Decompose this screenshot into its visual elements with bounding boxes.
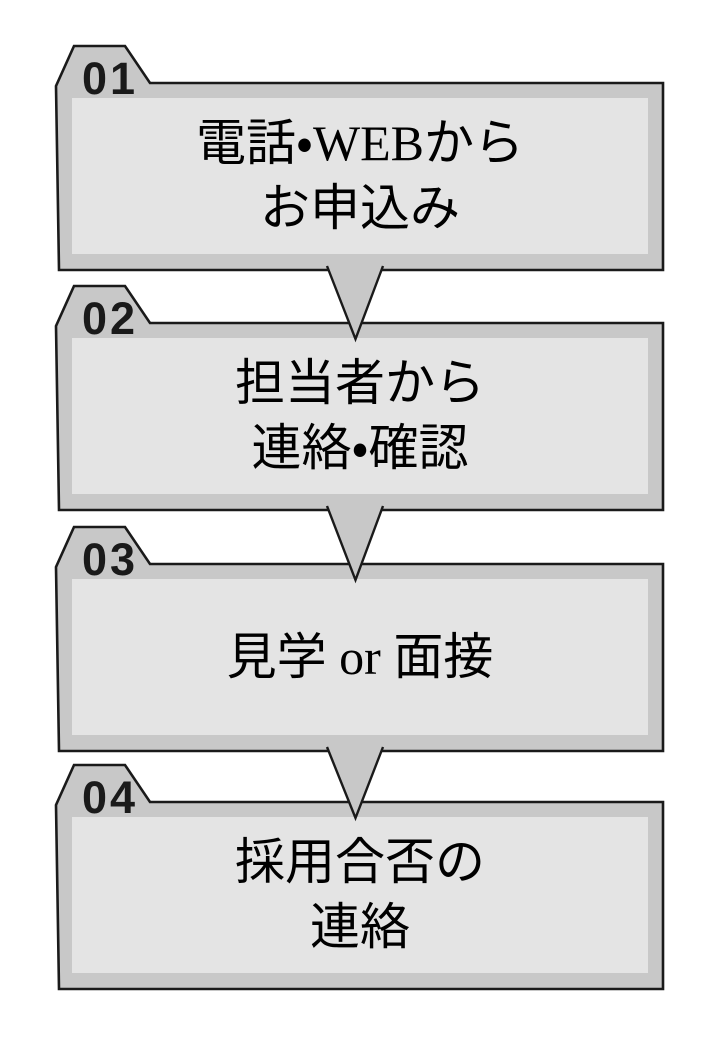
step-1-inner-panel [72,98,648,254]
step-label-line: 連絡 [310,899,410,955]
step-2-number: 02 [82,293,139,344]
step-1-number: 01 [82,53,139,104]
step-label-line: 担当者から [235,355,485,411]
step-2-label: 担当者から 連絡・確認 [72,338,648,494]
step-4-number: 04 [82,772,139,823]
connector-arrow-3-down-icon [325,746,385,822]
step-2-inner-panel [72,338,648,494]
step-1-label: 電話・WEBから お申込み [72,98,648,254]
connector-arrow-2-down-icon [325,505,385,584]
step-3-label: 見学 or 面接 [72,579,648,735]
step-label-line: お申込み [260,180,460,236]
step-4-inner-panel [72,817,648,973]
step-4-label: 採用合否の 連絡 [72,817,648,973]
step-label-line: 連絡・確認 [251,420,469,476]
connector-arrow-1-down-icon [325,265,385,343]
step-label-line: 採用合否の [235,834,485,890]
step-label-line: 見学 or 面接 [226,628,494,685]
step-3-number: 03 [82,534,139,585]
step-3-inner-panel [72,579,648,735]
step-label-line: 電話・WEBから [195,115,525,171]
